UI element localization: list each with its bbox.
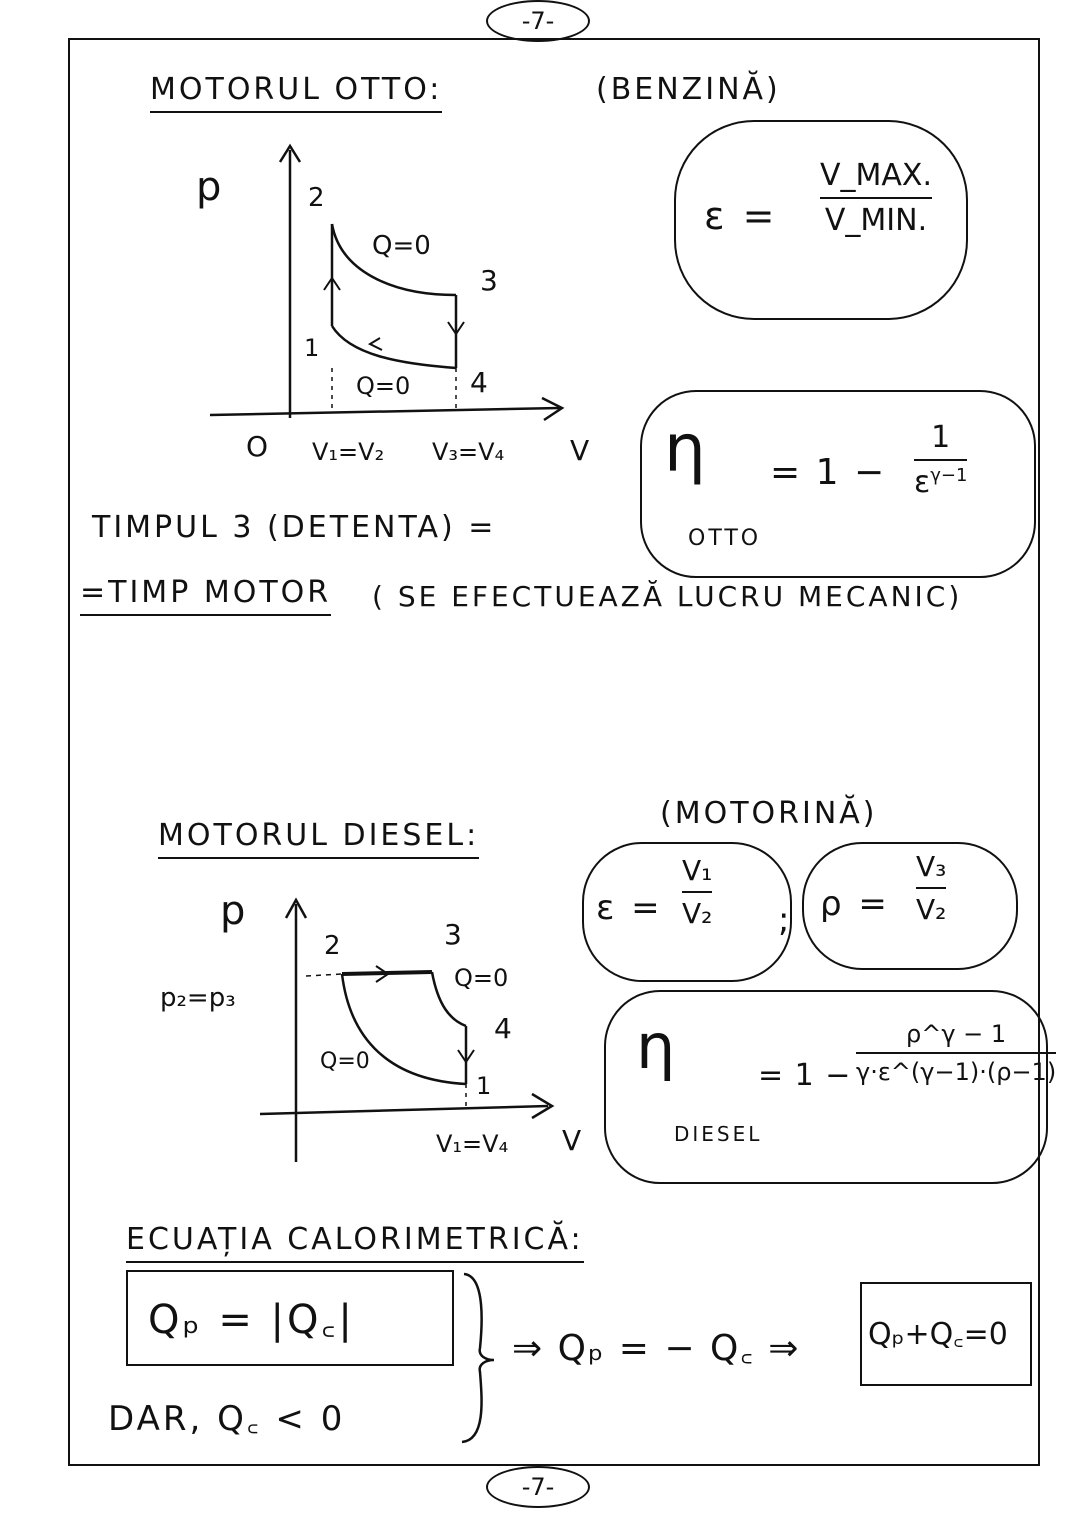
otto-state-1: 1 — [304, 334, 319, 362]
diesel-eta-subscript: DIESEL — [674, 1122, 763, 1146]
otto-pv-diagram: p 2 Q=0 3 1 Q=0 4 O V₁=V₂ V₃=V₄ V — [196, 143, 589, 467]
diesel-rho-num: V₃ — [916, 850, 947, 883]
diesel-eta-den: γ·ε^(γ−1)·(ρ−1) — [856, 1058, 1057, 1086]
diesel-epsilon-fraction: V₁ V₂ — [682, 854, 713, 930]
diesel-rho-lhs: ρ = — [820, 884, 890, 924]
otto-epsilon-fraction: V_MAX. V_MIN. — [820, 158, 933, 238]
otto-compression-ratio-box — [674, 120, 968, 320]
otto-note-line3: ( SE EFECTUEAZĂ LUCRU MECANIC) — [372, 580, 963, 613]
diesel-state-1: 1 — [476, 1072, 491, 1100]
page-number-bottom: -7- — [486, 1466, 590, 1508]
diesel-fuel: (MOTORINĂ) — [660, 796, 878, 831]
calorimetric-eq2: Qₚ+Q꜀=0 — [868, 1317, 1008, 1352]
otto-note-line2: =TIMP MOTOR — [80, 575, 332, 616]
diesel-eta-num: ρ^γ − 1 — [906, 1020, 1007, 1048]
calorimetric-title: ECUAȚIA CALORIMETRICĂ: — [126, 1222, 584, 1263]
otto-fuel: (BENZINĂ) — [596, 72, 781, 107]
otto-title: MOTORUL OTTO: — [150, 72, 443, 113]
diesel-epsilon-lhs: ε = — [596, 888, 663, 928]
otto-epsilon-num: V_MAX. — [820, 158, 933, 193]
diesel-q-top: Q=0 — [454, 964, 508, 992]
otto-epsilon-den: V_MIN. — [824, 203, 928, 238]
otto-q-top: Q=0 — [372, 231, 431, 261]
otto-eta-subscript: OTTO — [688, 526, 762, 551]
calorimetric-condition: DAR, Q꜀ < 0 — [108, 1399, 346, 1439]
otto-v34: V₃=V₄ — [432, 438, 504, 466]
diesel-state-2: 2 — [324, 931, 341, 961]
diesel-epsilon-num: V₁ — [682, 854, 713, 887]
diesel-v-label: V — [562, 1124, 581, 1157]
otto-eta-exponent: γ−1 — [930, 465, 968, 486]
otto-eta-num: 1 — [931, 420, 951, 455]
otto-v-label: V — [570, 434, 589, 467]
diesel-epsilon-den: V₂ — [682, 897, 713, 930]
diesel-efficiency-box — [604, 990, 1048, 1184]
diesel-eta-eq: = 1 − — [758, 1058, 852, 1093]
page-frame — [68, 38, 1040, 1466]
otto-p-label: p — [196, 164, 221, 210]
calorimetric-eq1: Qₚ = |Q꜀| — [148, 1297, 355, 1343]
diesel-separator: ; — [778, 900, 793, 940]
otto-state-3: 3 — [480, 264, 498, 297]
calorimetric-implication: ⇒ Qₚ = − Q꜀ ⇒ — [512, 1328, 801, 1369]
page-number-top: -7- — [486, 0, 590, 42]
diesel-rho-fraction: V₃ V₂ — [916, 850, 947, 926]
calorimetric-box-1 — [126, 1270, 454, 1366]
otto-eta: η — [664, 410, 706, 487]
diesel-p2p3: p₂=p₃ — [160, 983, 236, 1013]
otto-efficiency-box — [640, 390, 1036, 578]
otto-eta-den: ε — [914, 465, 931, 500]
otto-q-bottom: Q=0 — [356, 372, 410, 400]
otto-state-4: 4 — [470, 366, 488, 399]
otto-epsilon-lhs: ε = — [704, 194, 778, 238]
otto-v12: V₁=V₂ — [312, 438, 384, 466]
diesel-q-left: Q=0 — [320, 1049, 370, 1074]
diesel-pv-diagram: p p₂=p₃ 2 3 Q=0 4 Q=0 1 V₁=V₄ V — [160, 888, 581, 1162]
otto-note-line1: TIMPUL 3 (DETENTA) = — [92, 510, 497, 545]
diesel-rho-den: V₂ — [916, 893, 947, 926]
diesel-rho-box — [802, 842, 1018, 970]
otto-state-2: 2 — [308, 183, 325, 213]
calorimetric-brace — [461, 1272, 495, 1444]
diesel-title: MOTORUL DIESEL: — [158, 818, 480, 859]
otto-eta-eq: = 1 − — [770, 452, 887, 493]
calorimetric-box-2 — [860, 1282, 1032, 1386]
diesel-epsilon-box — [582, 842, 792, 982]
otto-origin: O — [246, 430, 268, 463]
otto-eta-fraction: 1 εγ−1 — [914, 420, 968, 500]
diesel-eta-fraction: ρ^γ − 1 γ·ε^(γ−1)·(ρ−1) — [856, 1020, 1057, 1086]
diesel-state-3: 3 — [444, 918, 462, 951]
diesel-state-4: 4 — [494, 1012, 512, 1045]
diesel-p-label: p — [220, 888, 245, 934]
diesel-v14: V₁=V₄ — [436, 1130, 508, 1158]
diesel-eta: η — [636, 1010, 676, 1083]
